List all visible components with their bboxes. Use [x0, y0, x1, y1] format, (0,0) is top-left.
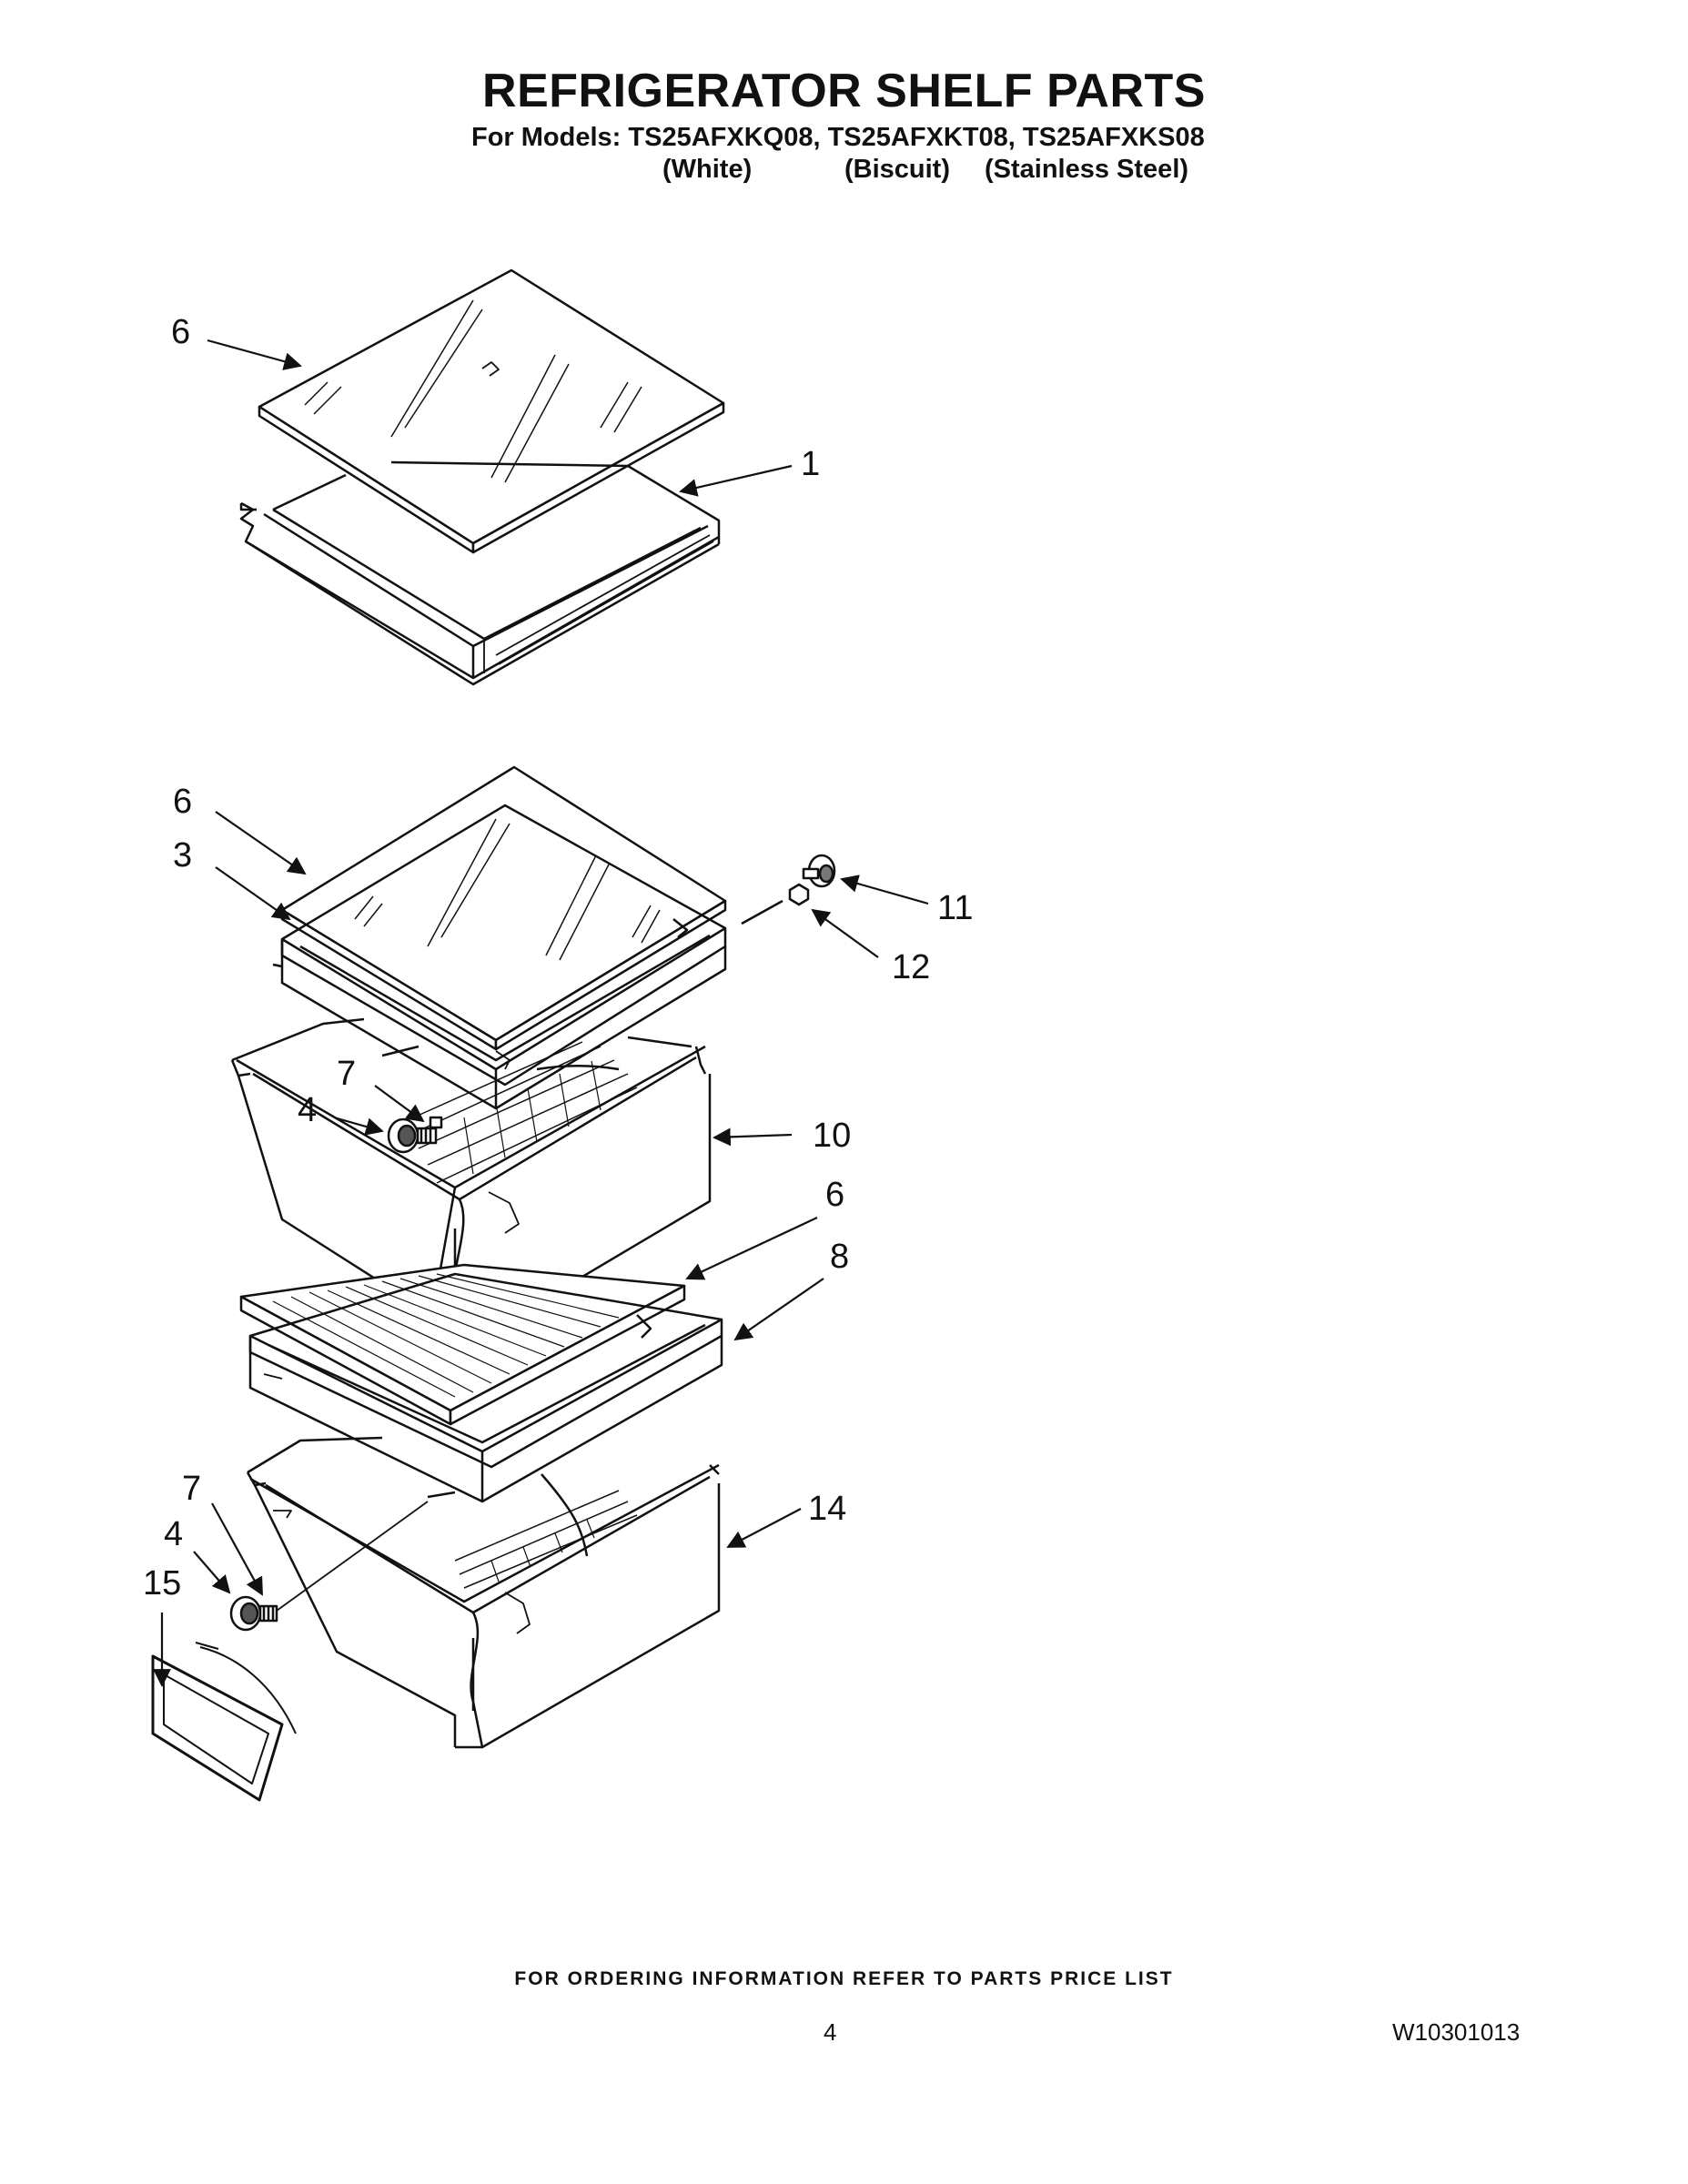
callout-upper-roller: 4: [298, 1091, 317, 1129]
leader-lower-glass: [685, 1217, 818, 1280]
leader-upper-roller: [333, 1116, 384, 1136]
ordering-note: FOR ORDERING INFORMATION REFER TO PARTS …: [514, 1968, 1174, 1989]
variant-biscuit: (Biscuit): [844, 155, 950, 184]
callout-top-frame: 1: [801, 445, 820, 483]
models-line: For Models: TS25AFXKQ08, TS25AFXKT08, TS…: [471, 123, 1205, 152]
top-shelf-glass: [258, 268, 725, 554]
cap-and-screw: [741, 854, 836, 925]
callout-cap: 11: [937, 889, 973, 927]
leader-mid-frame: [215, 866, 291, 921]
variant-stainless-steel: (Stainless Steel): [985, 155, 1189, 184]
callout-upper-screw: 7: [337, 1055, 356, 1093]
label-card: [151, 1642, 297, 1802]
callout-lower-frame: 8: [830, 1238, 849, 1276]
leader-top-frame: [679, 464, 793, 497]
callout-upper-crisper: 10: [813, 1117, 851, 1155]
lower-shelf-frame: [248, 1272, 723, 1503]
callout-lower-roller: 4: [164, 1515, 183, 1553]
leader-top-glass: [207, 339, 302, 370]
upper-roller-assembly: [387, 1116, 443, 1154]
lower-shelf-glass: [239, 1263, 686, 1426]
callout-label: 15: [143, 1564, 181, 1603]
callout-lower-crisper: 14: [808, 1490, 846, 1528]
page-number: 4: [824, 2018, 837, 2046]
leader-lower-roller: [193, 1551, 231, 1594]
leader-upper-crisper: [713, 1127, 793, 1147]
callout-top-glass: 6: [171, 313, 190, 351]
callout-mid-glass: 6: [173, 783, 192, 821]
top-shelf-frame: [239, 460, 721, 686]
leader-lower-crisper: [726, 1508, 802, 1548]
page-title: REFRIGERATOR SHELF PARTS: [482, 65, 1206, 117]
callout-screw: 12: [892, 948, 930, 986]
leader-lower-frame: [733, 1278, 824, 1341]
callout-mid-frame: 3: [173, 836, 192, 875]
variant-white: (White): [662, 155, 753, 184]
lower-crisper-drawer: [246, 1436, 721, 1749]
leader-lower-screw: [211, 1502, 263, 1596]
document-number: W10301013: [1392, 2018, 1521, 2046]
lower-roller-assembly: [229, 1501, 429, 1632]
middle-shelf-frame: [272, 804, 727, 1110]
leader-screw: [811, 908, 879, 958]
leader-upper-screw: [374, 1085, 425, 1123]
leader-cap: [840, 875, 929, 905]
callout-lower-glass: 6: [825, 1176, 844, 1214]
leader-mid-glass: [215, 811, 307, 875]
callout-lower-screw: 7: [182, 1470, 201, 1508]
middle-shelf-glass: [280, 765, 727, 1051]
